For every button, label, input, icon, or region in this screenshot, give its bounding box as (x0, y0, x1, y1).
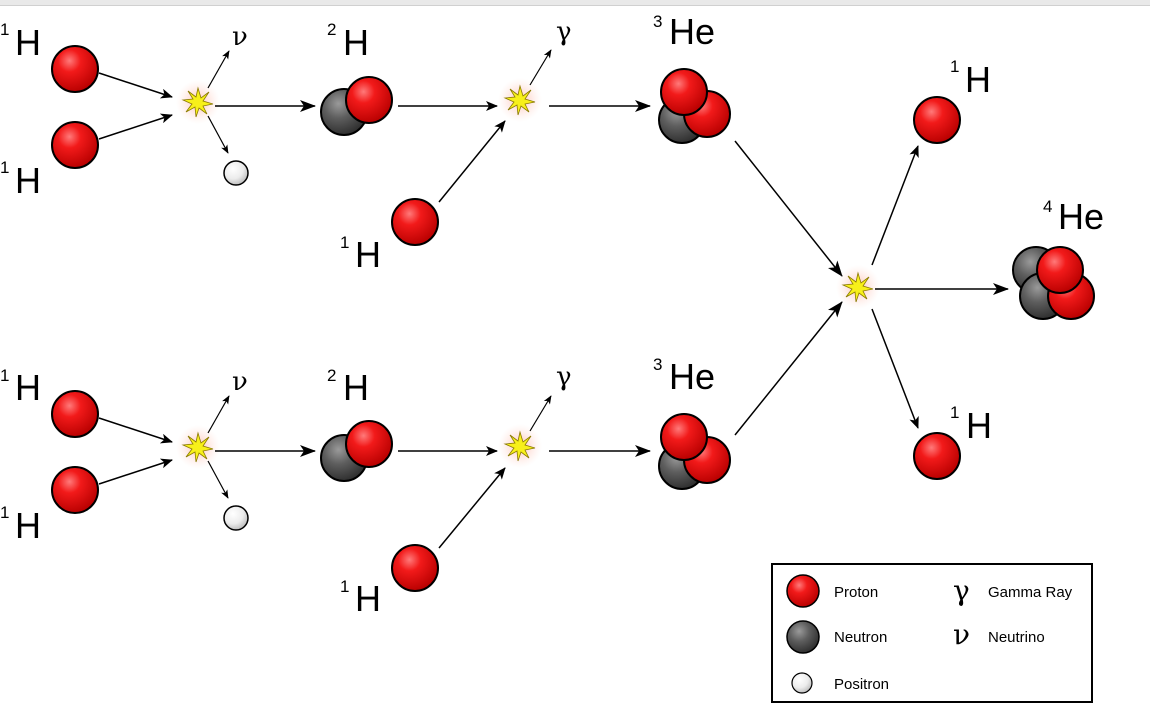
isotope-symbol: He (669, 11, 715, 52)
emission-arrow (207, 50, 230, 89)
emission-arrow (207, 395, 230, 434)
emission-arrow (529, 49, 552, 86)
isotope-mass: 2 (327, 20, 336, 39)
isotope-symbol: H (343, 367, 369, 408)
top-chain: 1 H 1 H ν 2 H 1 H γ 3 He (0, 11, 731, 275)
legend-neutron-swatch (786, 620, 820, 654)
legend-positron-label: Positron (834, 676, 889, 693)
isotope-symbol: H (966, 405, 992, 446)
bottom-chain: 1 H 1 H ν 2 H 1 H γ 3 He (0, 355, 731, 619)
isotope-symbol: H (343, 22, 369, 63)
isotope-mass: 3 (653, 355, 662, 374)
legend-box (771, 563, 1093, 703)
isotope-symbol: He (1058, 196, 1104, 237)
isotope-mass: 3 (653, 12, 662, 31)
isotope-mass: 1 (950, 403, 959, 422)
proton (913, 432, 961, 480)
proton (51, 390, 99, 438)
proton (660, 68, 708, 116)
legend-neutron-label: Neutron (834, 629, 887, 646)
legend-gamma-symbol: γ (953, 574, 970, 607)
isotope-mass: 4 (1043, 197, 1052, 216)
legend-neutrino-label: Neutrino (988, 629, 1045, 646)
isotope-mass: 1 (0, 20, 9, 39)
proton (913, 96, 961, 144)
isotope-mass: 1 (950, 57, 959, 76)
isotope-symbol: H (965, 59, 991, 100)
isotope-symbol: H (15, 505, 41, 546)
proton (391, 198, 439, 246)
emission-arrow (207, 115, 229, 154)
isotope-symbol: H (15, 22, 41, 63)
reaction-arrow (734, 301, 843, 436)
isotope-mass: 1 (0, 366, 9, 385)
reaction-arrow (438, 120, 506, 203)
reaction-arrow (98, 72, 173, 99)
reaction-arrow (734, 140, 843, 277)
neutrino-symbol: ν (232, 367, 248, 397)
proton (345, 76, 393, 124)
proton (660, 413, 708, 461)
proton (51, 466, 99, 514)
fusion-burst (175, 424, 221, 470)
emission-arrow (529, 395, 552, 432)
legend-neutrino-symbol: ν (953, 618, 970, 651)
isotope-symbol: H (355, 234, 381, 275)
proton (51, 45, 99, 93)
fusion-burst (497, 77, 543, 123)
legend-positron-swatch (791, 672, 813, 694)
isotope-symbol: H (355, 578, 381, 619)
fusion-burst (835, 264, 881, 310)
proton (345, 420, 393, 468)
isotope-mass: 1 (0, 158, 9, 177)
legend-gamma-label: Gamma Ray (988, 584, 1073, 601)
neutrino-symbol: ν (232, 22, 248, 52)
isotope-mass: 1 (340, 233, 349, 252)
proton (1036, 246, 1084, 294)
window-top-strip (0, 0, 1150, 6)
isotope-symbol: H (15, 367, 41, 408)
isotope-symbol: He (669, 356, 715, 397)
legend-proton-swatch (786, 574, 820, 608)
proton (51, 121, 99, 169)
isotope-mass: 1 (340, 577, 349, 596)
reaction-arrow (98, 458, 173, 485)
isotope-mass: 2 (327, 366, 336, 385)
gamma-symbol: γ (556, 17, 572, 47)
legend-proton-label: Proton (834, 584, 878, 601)
emission-arrow (207, 460, 229, 499)
gamma-symbol: γ (556, 362, 572, 392)
proton (391, 544, 439, 592)
reaction-arrow (98, 113, 173, 140)
reaction-arrow (98, 417, 173, 444)
fusion-burst (175, 79, 221, 125)
positron (223, 505, 249, 531)
fusion-burst (497, 423, 543, 469)
final-fusion: 1 H 1 H 4 He (734, 57, 1104, 480)
reaction-arrow (871, 308, 919, 429)
reaction-arrow (871, 145, 919, 266)
isotope-symbol: H (15, 160, 41, 201)
isotope-mass: 1 (0, 503, 9, 522)
legend: Proton Neutron Positron γ Gamma Ray ν Ne… (771, 563, 1093, 703)
positron (223, 160, 249, 186)
reaction-arrow (438, 467, 506, 549)
